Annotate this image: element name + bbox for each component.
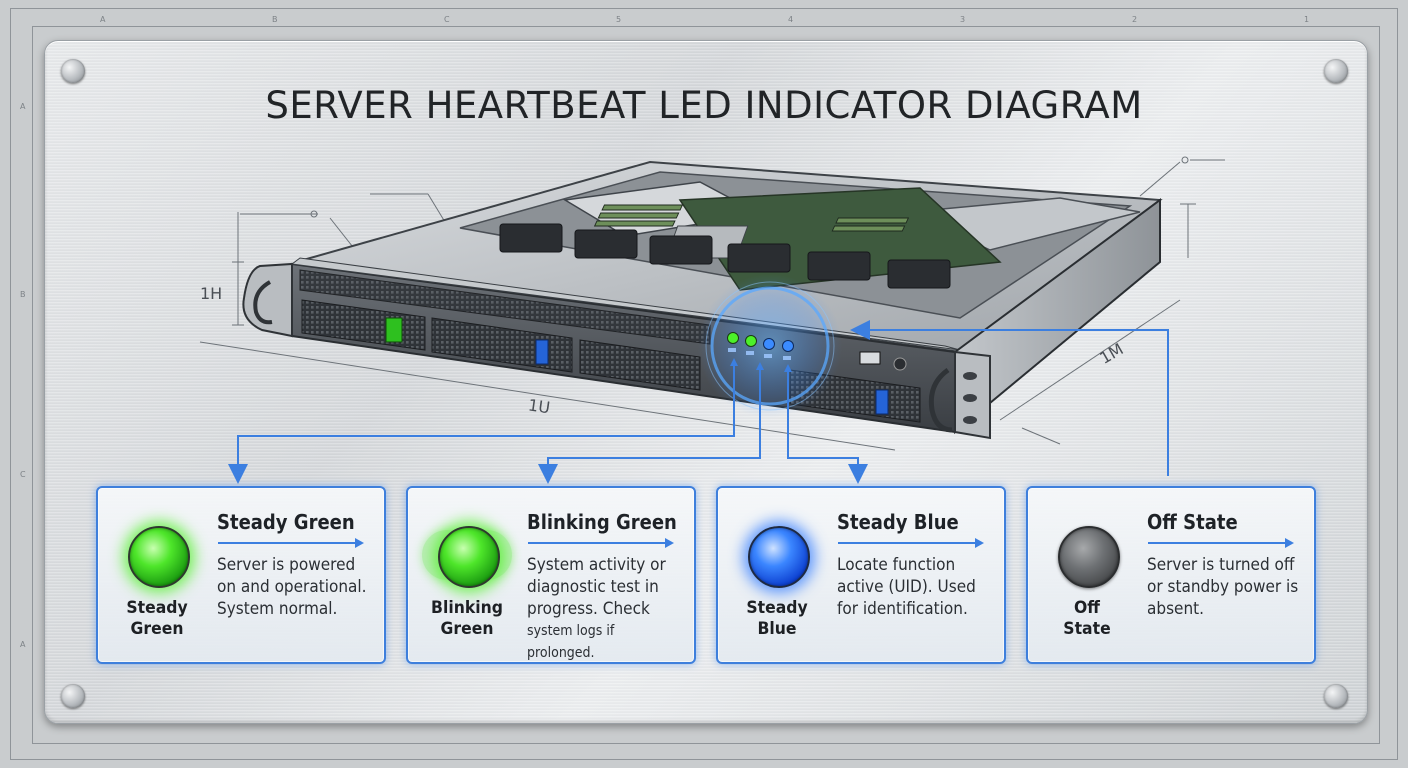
desc-line-1: System activity or	[527, 555, 666, 575]
callout-off-state	[850, 320, 1169, 476]
led-off-state-icon	[1058, 526, 1120, 588]
ruler-side-2: B	[20, 290, 26, 299]
blue-drive-latch-2	[875, 389, 889, 415]
blue-drive-latch-1	[535, 339, 549, 365]
led-label-line-2: Green	[440, 619, 494, 639]
callout-steady-green	[228, 362, 735, 484]
led-label-line-2: Blue	[757, 619, 797, 639]
callout-blinking-green	[538, 366, 761, 484]
led-label-off-state: Off State	[1042, 598, 1132, 640]
drive-bay-3	[579, 339, 701, 391]
card-heading: Blinking Green	[527, 510, 677, 534]
desc-line-3: absent.	[1147, 599, 1205, 619]
left-rack-ear	[242, 262, 293, 338]
ruler-top-4: 5	[616, 15, 622, 24]
outer-frame	[10, 8, 1398, 760]
desc-line-3: for identification.	[837, 599, 968, 619]
desc-line-3: System normal.	[217, 599, 338, 619]
heading-arrow-icon	[1148, 538, 1294, 548]
fan-row	[499, 223, 951, 289]
desc-line-1: Server is turned off	[1147, 555, 1295, 575]
desc-line-2: or standby power is	[1147, 577, 1299, 597]
led-label-blinking-green: Blinking Green	[422, 598, 512, 640]
desc-line-2: diagnostic test in	[527, 577, 659, 597]
led-label-line-1: Blinking	[431, 598, 503, 618]
desc-line-2: on and operational.	[217, 577, 367, 597]
front-led-steady-green	[727, 332, 739, 344]
ruler-top-5: 4	[788, 15, 794, 24]
ruler-side-1: A	[20, 102, 26, 111]
front-led-blinking-green	[745, 335, 757, 347]
led-label-line-2: Green	[130, 619, 184, 639]
ruler-top-8: 1	[1304, 15, 1310, 24]
ruler-top-1: A	[100, 15, 106, 24]
led-label-line-1: Steady	[746, 598, 808, 618]
heading-arrow-icon	[838, 538, 984, 548]
card-steady-green: Steady Green Steady Green Server is powe…	[96, 486, 386, 664]
front-led-steady-blue	[763, 338, 775, 350]
desc-line-3: progress. Check	[527, 599, 650, 619]
heading-arrow-icon	[528, 538, 674, 548]
led-steady-blue-icon	[748, 526, 810, 588]
card-description: Server is powered on and operational. Sy…	[217, 554, 370, 620]
height-dimension-label: 1H	[200, 284, 222, 303]
ruler-top-6: 3	[960, 15, 966, 24]
card-heading: Steady Green	[217, 510, 355, 534]
led-label-steady-blue: Steady Blue	[732, 598, 822, 640]
green-drive-latch	[385, 317, 403, 343]
usb-port	[859, 351, 881, 365]
right-rack-handle	[928, 367, 953, 433]
led-label-line-2: State	[1063, 619, 1111, 639]
ruler-side-4: A	[20, 640, 26, 649]
ruler-top-7: 2	[1132, 15, 1138, 24]
inner-frame	[32, 26, 1380, 744]
heading-arrow-icon	[218, 538, 364, 548]
card-description: Server is turned off or standby power is…	[1147, 554, 1300, 620]
left-rack-handle	[253, 280, 273, 325]
desc-line-1: Server is powered	[217, 555, 356, 575]
callout-lines	[228, 320, 1169, 484]
depth-dimension-label: 1M	[1096, 339, 1126, 367]
led-label-steady-green: Steady Green	[112, 598, 202, 640]
screw-bottom-left	[61, 684, 85, 708]
desc-line-4: system logs if prolonged.	[527, 623, 615, 661]
desc-line-1: Locate function	[837, 555, 956, 575]
card-description: Locate function active (UID). Used for i…	[837, 554, 990, 620]
screw-bottom-right	[1324, 684, 1348, 708]
ruler-side-3: C	[20, 470, 26, 479]
card-heading: Steady Blue	[837, 510, 959, 534]
page-title: SERVER HEARTBEAT LED INDICATOR DIAGRAM	[265, 84, 1143, 127]
ram-modules	[593, 204, 910, 232]
callout-steady-blue	[787, 368, 868, 484]
card-off-state: Off State Off State Server is turned off…	[1026, 486, 1316, 664]
desc-line-2: active (UID). Used	[837, 577, 976, 597]
led-steady-green-icon	[128, 526, 190, 588]
card-blinking-green: Blinking Green Blinking Green System act…	[406, 486, 696, 664]
screw-top-right	[1324, 59, 1348, 83]
ruler-top-2: B	[272, 15, 278, 24]
dimension-lines	[199, 156, 1225, 451]
power-button	[893, 357, 907, 371]
card-heading: Off State	[1147, 510, 1238, 534]
units-dimension-label: 1U	[527, 395, 551, 417]
led-label-line-1: Steady	[126, 598, 188, 618]
led-highlight-ring	[710, 286, 830, 406]
card-description: System activity or diagnostic test in pr…	[527, 554, 680, 664]
led-label-line-1: Off	[1074, 598, 1100, 618]
card-steady-blue: Steady Blue Steady Blue Locate function …	[716, 486, 1006, 664]
screw-top-left	[61, 59, 85, 83]
front-led-off	[782, 340, 794, 352]
ruler-top-3: C	[444, 15, 450, 24]
led-blinking-green-icon	[438, 526, 500, 588]
